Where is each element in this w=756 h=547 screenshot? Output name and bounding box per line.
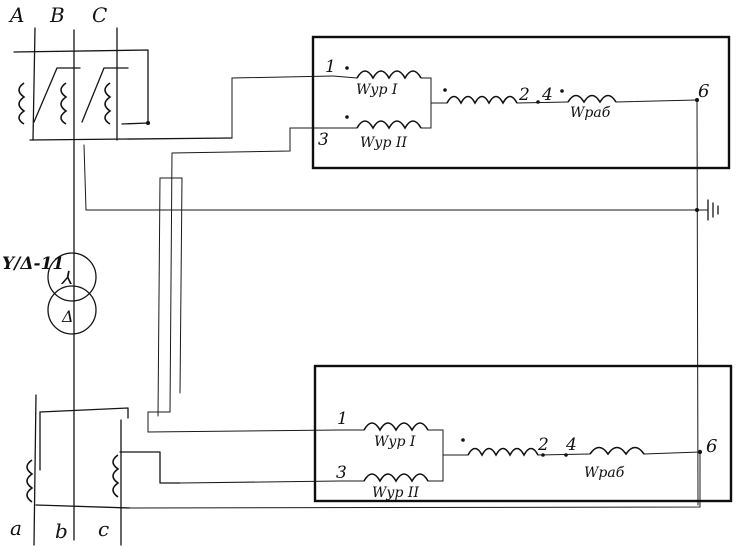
lower-terminal-3: 3 <box>336 463 347 483</box>
lower-winding-work-label: Wраб <box>584 465 625 481</box>
transformer-label: Y/Δ-11 <box>2 254 64 274</box>
phase-label-b-upper: B <box>49 3 65 27</box>
phase-label-b-lower: b <box>55 519 68 543</box>
lower-terminal-4: 4 <box>565 435 577 455</box>
power-transformer: ⅄ Δ <box>47 252 97 335</box>
transformer-primary-symbol: ⅄ <box>60 268 73 289</box>
upper-current-transformers <box>13 49 233 141</box>
lower-terminal-6: 6 <box>706 436 717 457</box>
upper-terminal-1: 1 <box>325 57 336 77</box>
lower-winding-2-label: Wур II <box>372 485 419 501</box>
phase-label-a-lower: a <box>10 516 22 540</box>
upper-terminal-4: 4 <box>541 85 553 105</box>
upper-winding-work-label: Wраб <box>570 105 611 121</box>
upper-terminal-3: 3 <box>318 130 329 150</box>
lower-terminal-2: 2 <box>537 435 549 455</box>
lower-winding-1-label: Wур I <box>374 434 416 450</box>
phase-bus-lines <box>32 27 122 546</box>
upper-winding-2-label: Wур II <box>360 135 407 151</box>
phase-label-c-upper: C <box>92 3 107 27</box>
phase-label-c-lower: c <box>98 517 109 541</box>
upper-terminal-6: 6 <box>698 81 709 102</box>
phase-label-a-upper: A <box>8 3 24 27</box>
lower-terminal-1: 1 <box>337 409 348 429</box>
lower-relay <box>313 364 733 503</box>
upper-terminal-2: 2 <box>518 85 530 105</box>
ground-icon <box>695 199 719 221</box>
upper-winding-1-label: Wур I <box>356 82 398 98</box>
upper-relay <box>311 35 731 170</box>
lower-current-transformers <box>26 407 181 509</box>
transformer-secondary-symbol: Δ <box>61 307 74 326</box>
